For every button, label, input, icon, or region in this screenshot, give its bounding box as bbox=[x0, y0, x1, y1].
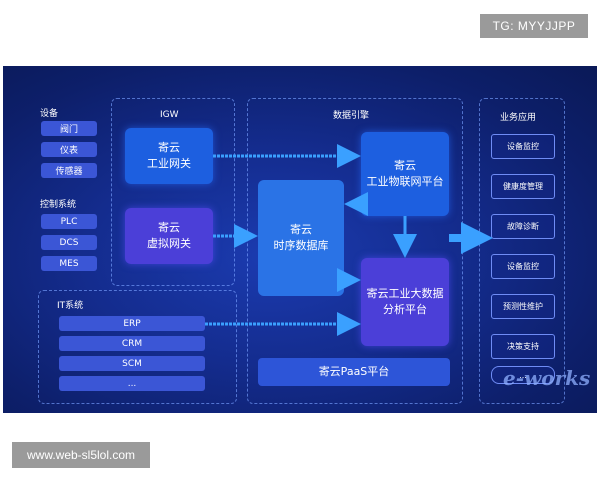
app-decision-support: 决策支持 bbox=[491, 334, 555, 359]
device-valve: 阀门 bbox=[41, 121, 97, 136]
tsdb-box: 寄云 时序数据库 bbox=[258, 180, 344, 296]
it-system-group bbox=[38, 290, 237, 404]
app-device-monitoring-2: 设备监控 bbox=[491, 254, 555, 279]
app-more: ... bbox=[491, 366, 555, 384]
flow-arrows bbox=[205, 144, 493, 336]
e-works-logo-icon: e-works bbox=[503, 366, 591, 390]
app-device-monitoring: 设备监控 bbox=[491, 134, 555, 159]
virtual-gateway-line1: 寄云 bbox=[158, 221, 180, 234]
control-plc: PLC bbox=[41, 214, 97, 229]
control-label: 控制系统 bbox=[40, 200, 77, 210]
virtual-gateway-line2: 虚拟网关 bbox=[147, 237, 191, 250]
it-crm: CRM bbox=[59, 336, 205, 351]
data-engine-label: 数据引擎 bbox=[333, 111, 370, 121]
architecture-diagram: 设备 阀门 仪表 传感器 控制系统 PLC DCS MES IT系统 ERP C… bbox=[3, 66, 597, 413]
iot-platform-box: 寄云 工业物联网平台 bbox=[361, 132, 449, 216]
iot-platform-line1: 寄云 bbox=[394, 159, 416, 172]
website-watermark: www.web-sl5lol.com bbox=[12, 442, 150, 468]
industrial-gateway-line1: 寄云 bbox=[158, 141, 180, 154]
paas-platform-box: 寄云PaaS平台 bbox=[258, 358, 450, 386]
igw-label: IGW bbox=[160, 110, 179, 120]
app-fault-diagnosis: 故障诊断 bbox=[491, 214, 555, 239]
bigdata-platform-line2: 分析平台 bbox=[383, 303, 427, 316]
tsdb-line1: 寄云 bbox=[290, 223, 312, 236]
devices-label: 设备 bbox=[40, 109, 59, 119]
igw-group bbox=[111, 98, 235, 286]
watermark-tag: TG: MYYJJPP bbox=[480, 14, 588, 38]
bigdata-platform-box: 寄云工业大数据 分析平台 bbox=[361, 258, 449, 346]
tsdb-line2: 时序数据库 bbox=[273, 239, 329, 252]
iot-platform-line2: 工业物联网平台 bbox=[366, 175, 444, 188]
it-erp: ERP bbox=[59, 316, 205, 331]
it-scm: SCM bbox=[59, 356, 205, 371]
industrial-gateway-line2: 工业网关 bbox=[147, 157, 191, 170]
app-predictive-maintenance: 预测性维护 bbox=[491, 294, 555, 319]
control-mes: MES bbox=[41, 256, 97, 271]
industrial-gateway-box: 寄云 工业网关 bbox=[125, 128, 213, 184]
it-label: IT系统 bbox=[57, 301, 84, 311]
bigdata-platform-line1: 寄云工业大数据 bbox=[366, 287, 444, 300]
business-apps-label: 业务应用 bbox=[500, 113, 537, 123]
device-meter: 仪表 bbox=[41, 142, 97, 157]
device-sensor: 传感器 bbox=[41, 163, 97, 178]
virtual-gateway-box: 寄云 虚拟网关 bbox=[125, 208, 213, 264]
app-health-management: 健康度管理 bbox=[491, 174, 555, 199]
control-dcs: DCS bbox=[41, 235, 97, 250]
it-more: ... bbox=[59, 376, 205, 391]
